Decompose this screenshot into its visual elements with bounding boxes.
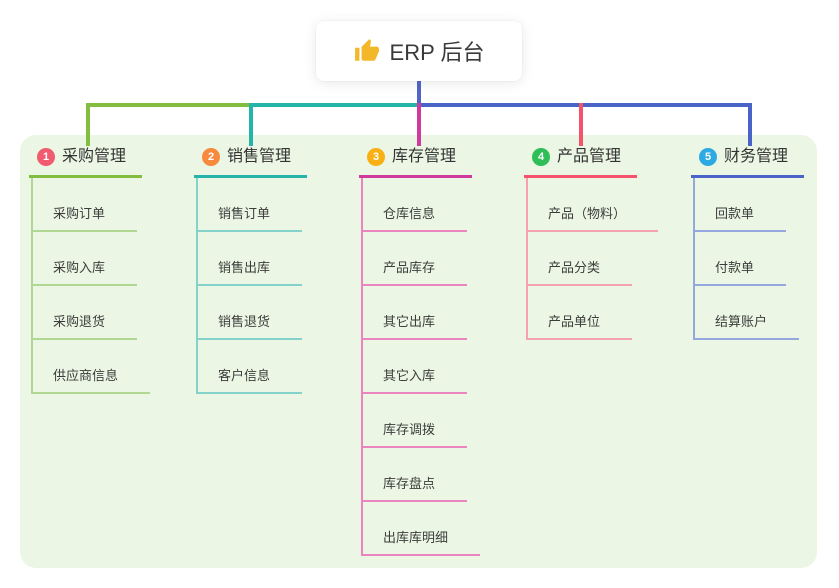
- branch-title-label: 财务管理: [724, 148, 789, 165]
- branch-title-label: 采购管理: [62, 148, 127, 165]
- branch-node-3[interactable]: 3 库存管理: [359, 144, 473, 178]
- branch-number-badge: 3: [367, 148, 385, 166]
- branch-node-1[interactable]: 1 采购管理: [29, 144, 143, 178]
- connector-root-drop: [417, 81, 421, 105]
- child-node[interactable]: 销售退货: [198, 286, 303, 340]
- child-node[interactable]: 客户信息: [198, 340, 303, 394]
- child-node[interactable]: 产品库存: [363, 232, 468, 286]
- connector-branch-5-drop: [748, 103, 752, 146]
- connector-bus-left-green: [86, 103, 253, 107]
- child-node[interactable]: 仓库信息: [363, 178, 468, 232]
- branch-title-label: 产品管理: [557, 148, 622, 165]
- branch-1-children: 采购订单采购入库采购退货供应商信息: [31, 178, 151, 394]
- branch-title-label: 库存管理: [392, 148, 457, 165]
- branch-5-children: 回款单付款单结算账户: [693, 178, 800, 340]
- child-node[interactable]: 产品（物料）: [528, 178, 659, 232]
- connector-branch-2-drop: [249, 103, 253, 146]
- connector-bus-mid-teal: [249, 103, 421, 107]
- child-node[interactable]: 其它出库: [363, 286, 468, 340]
- branch-number-badge: 5: [699, 148, 717, 166]
- root-title: ERP 后台: [389, 40, 485, 65]
- branch-number-badge: 4: [532, 148, 550, 166]
- branch-node-5[interactable]: 5 财务管理: [691, 144, 805, 178]
- mindmap-panel: [20, 135, 817, 568]
- connector-branch-4-drop: [579, 103, 583, 146]
- child-node[interactable]: 销售出库: [198, 232, 303, 286]
- child-node[interactable]: 供应商信息: [33, 340, 151, 394]
- child-node[interactable]: 采购退货: [33, 286, 138, 340]
- branch-number-badge: 1: [37, 148, 55, 166]
- child-node[interactable]: 库存调拨: [363, 394, 468, 448]
- child-node[interactable]: 库存盘点: [363, 448, 468, 502]
- child-node[interactable]: 采购订单: [33, 178, 138, 232]
- child-node[interactable]: 付款单: [695, 232, 787, 286]
- child-node[interactable]: 其它入库: [363, 340, 468, 394]
- child-node[interactable]: 产品分类: [528, 232, 633, 286]
- connector-bus-right-blue: [417, 103, 752, 107]
- child-node[interactable]: 产品单位: [528, 286, 633, 340]
- connector-branch-3-drop: [417, 103, 421, 146]
- branch-node-2[interactable]: 2 销售管理: [194, 144, 308, 178]
- child-node[interactable]: 回款单: [695, 178, 787, 232]
- branch-title-label: 销售管理: [227, 148, 292, 165]
- branch-3-children: 仓库信息产品库存其它出库其它入库库存调拨库存盘点出库库明细: [361, 178, 481, 556]
- child-node[interactable]: 结算账户: [695, 286, 800, 340]
- child-node[interactable]: 采购入库: [33, 232, 138, 286]
- child-node[interactable]: 销售订单: [198, 178, 303, 232]
- branch-node-4[interactable]: 4 产品管理: [524, 144, 638, 178]
- branch-number-badge: 2: [202, 148, 220, 166]
- root-node-erp[interactable]: ERP 后台: [316, 21, 522, 81]
- child-node[interactable]: 出库库明细: [363, 502, 481, 556]
- branch-4-children: 产品（物料）产品分类产品单位: [526, 178, 659, 340]
- branch-2-children: 销售订单销售出库销售退货客户信息: [196, 178, 303, 394]
- connector-branch-1-drop: [86, 103, 90, 146]
- thumbs-up-icon: [354, 39, 379, 61]
